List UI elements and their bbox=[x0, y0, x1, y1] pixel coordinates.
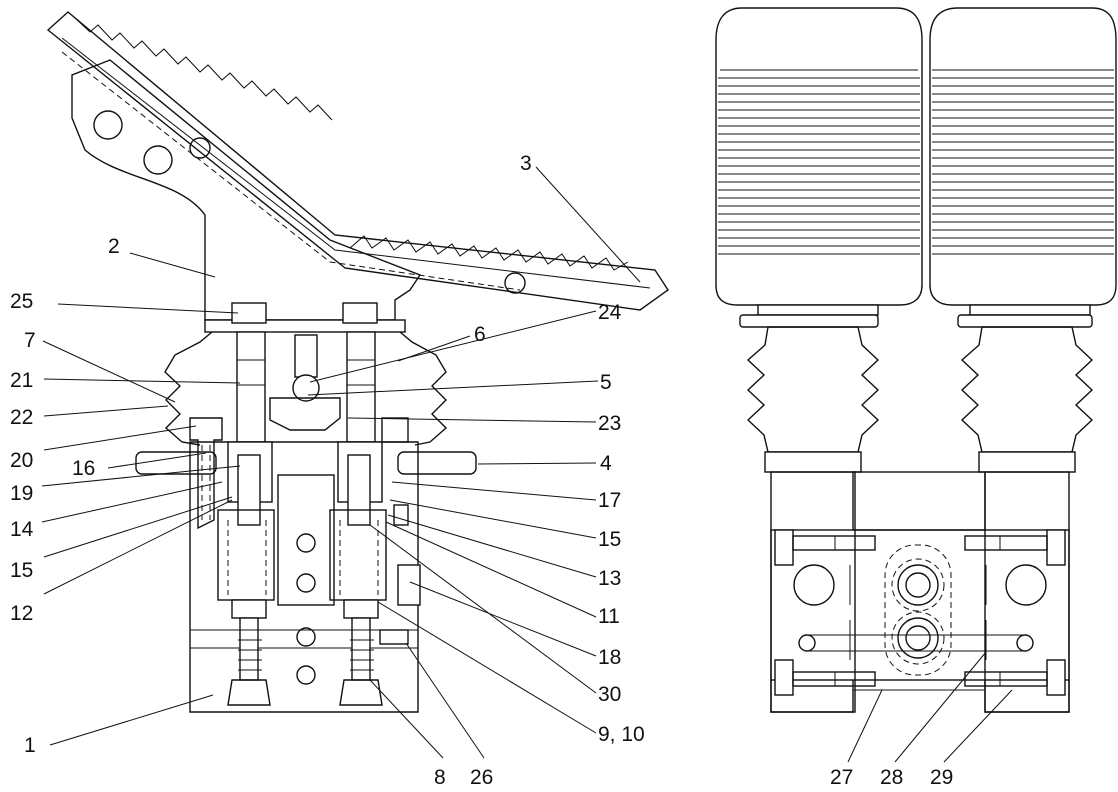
hinge-hole-1 bbox=[93, 110, 123, 140]
callout-19: 19 bbox=[10, 482, 33, 505]
callout-15-left: 15 bbox=[10, 559, 33, 582]
callout-30: 30 bbox=[598, 683, 621, 706]
callout-6: 6 bbox=[474, 323, 486, 346]
callout-15-right: 15 bbox=[598, 528, 621, 551]
front-view bbox=[715, 7, 1117, 763]
callout-26: 26 bbox=[470, 766, 493, 789]
callout-17: 17 bbox=[598, 489, 621, 512]
rubber-boot bbox=[164, 331, 448, 446]
callout-2: 2 bbox=[108, 235, 120, 258]
callout-25: 25 bbox=[10, 290, 33, 313]
plunger-right bbox=[346, 331, 376, 443]
pivot-bridge bbox=[269, 397, 341, 431]
callout-28: 28 bbox=[880, 766, 903, 789]
tank-port-plug bbox=[379, 629, 409, 645]
callout-16: 16 bbox=[72, 457, 95, 480]
valve-body bbox=[189, 441, 419, 713]
callout-8: 8 bbox=[434, 766, 446, 789]
spool-left bbox=[217, 441, 275, 706]
plunger-left bbox=[236, 331, 266, 443]
pedal-section-view bbox=[41, 11, 669, 759]
port-hole-1 bbox=[296, 533, 316, 553]
tie-rods bbox=[774, 529, 1066, 696]
callout-14: 14 bbox=[10, 518, 34, 541]
pedal-pad-left bbox=[715, 7, 923, 306]
pivot-ball bbox=[292, 374, 320, 402]
pedal-plate bbox=[46, 11, 669, 311]
callout-24: 24 bbox=[598, 301, 622, 324]
callout-11: 11 bbox=[598, 605, 620, 628]
callout-5: 5 bbox=[600, 371, 612, 394]
callout-9-10: 9, 10 bbox=[598, 723, 645, 746]
callout-7: 7 bbox=[24, 329, 36, 352]
centre-boss bbox=[884, 544, 952, 676]
leader-lines-left-view bbox=[41, 166, 641, 759]
front-port-right bbox=[1005, 564, 1047, 606]
callout-27: 27 bbox=[830, 766, 853, 789]
callout-1: 1 bbox=[24, 734, 36, 757]
port-hole-2 bbox=[296, 573, 316, 593]
side-port-upper bbox=[393, 504, 409, 526]
port-hole-4 bbox=[296, 665, 316, 685]
spool-right bbox=[329, 441, 387, 706]
callout-29: 29 bbox=[930, 766, 953, 789]
callout-13: 13 bbox=[598, 567, 621, 590]
pedal-pad-right bbox=[929, 7, 1117, 306]
plunger-cap-right bbox=[342, 302, 378, 324]
leader-lines-front-view bbox=[847, 651, 1013, 763]
callout-22: 22 bbox=[10, 406, 33, 429]
callout-12: 12 bbox=[10, 602, 33, 625]
front-port-left bbox=[793, 564, 835, 606]
callout-20: 20 bbox=[10, 449, 33, 472]
callout-18: 18 bbox=[598, 646, 621, 669]
callout-4: 4 bbox=[600, 452, 612, 475]
cap-screw-right bbox=[381, 417, 409, 443]
side-port-fitting bbox=[397, 564, 421, 606]
callout-3: 3 bbox=[520, 152, 532, 175]
pedal-arm bbox=[71, 59, 422, 321]
callout-21: 21 bbox=[10, 369, 33, 392]
hinge-hole-2 bbox=[143, 145, 173, 175]
side-lug-left bbox=[135, 451, 217, 475]
bellows-right bbox=[960, 326, 1094, 453]
callout-labels: 1 2 3 4 5 6 7 8 9, 10 11 12 13 14 15 15 … bbox=[10, 152, 953, 789]
port-hole-3 bbox=[296, 627, 316, 647]
mounting-screw bbox=[189, 417, 223, 530]
side-lug-right bbox=[397, 451, 477, 475]
pivot-stem bbox=[294, 334, 318, 378]
callout-23: 23 bbox=[598, 412, 621, 435]
bellows-left bbox=[746, 326, 880, 453]
